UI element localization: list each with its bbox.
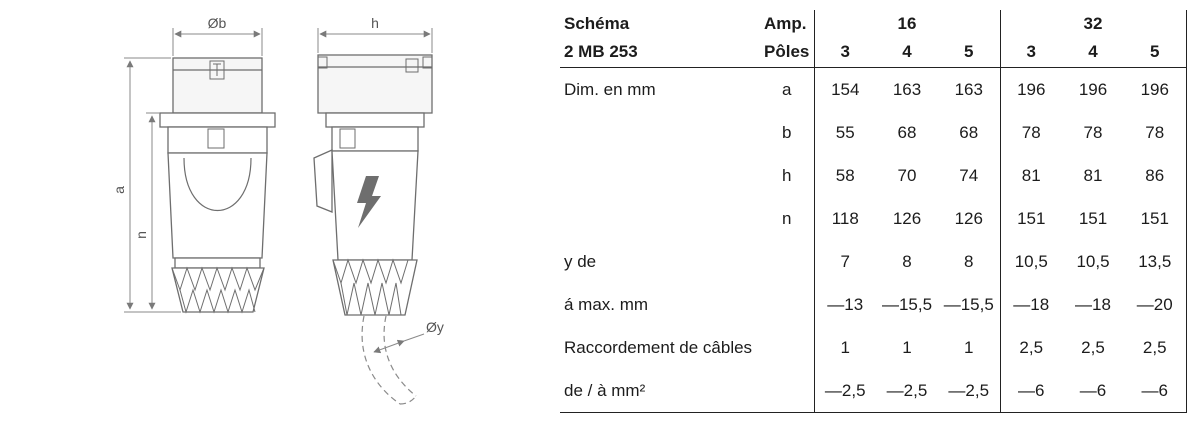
poles-16-3: 3 bbox=[813, 37, 876, 68]
table-row: Raccordement de câbles 1 1 1 2,5 2,5 2,5 bbox=[560, 326, 1187, 369]
table-cell: 163 bbox=[954, 79, 983, 99]
table-cell: —2,5 bbox=[938, 369, 1000, 413]
poles-32-5: 5 bbox=[1124, 37, 1187, 68]
table-cell: 81 bbox=[999, 154, 1062, 197]
dim-label-diameter-b: Øb bbox=[208, 15, 227, 31]
table-cell: 151 bbox=[1124, 197, 1187, 240]
lightning-logo-icon bbox=[357, 176, 381, 228]
table-cell: 151 bbox=[1078, 208, 1108, 228]
amp-label: Amp. bbox=[764, 13, 807, 33]
cable-outline-dashed bbox=[361, 315, 417, 405]
table-cell: 8 bbox=[902, 251, 912, 271]
plug-front-view-drawing bbox=[159, 57, 276, 314]
poles-16-4: 4 bbox=[876, 37, 938, 68]
table-cell: —18 bbox=[1075, 294, 1111, 314]
table-cell: 1 bbox=[902, 337, 912, 357]
table-cell: 2,5 bbox=[1081, 337, 1105, 357]
table-cell: 55 bbox=[813, 111, 876, 154]
table-cell: 126 bbox=[892, 208, 922, 228]
table-cell: 1 bbox=[964, 337, 974, 357]
table-row: b 55 68 68 78 78 78 bbox=[560, 111, 1187, 154]
table-cell: 196 bbox=[1124, 67, 1187, 111]
dimension-table-wrap: Schéma Amp. 16 32 2 MB 253 Pôles 3 4 5 3… bbox=[560, 10, 1187, 413]
schema-label: Schéma bbox=[564, 13, 630, 33]
table-cell: —15,5 bbox=[881, 294, 933, 314]
table-cell: —6 bbox=[1062, 369, 1124, 413]
table-cell: 196 bbox=[999, 67, 1062, 111]
table-cell: 154 bbox=[813, 67, 876, 111]
table-cell: —2,5 bbox=[876, 369, 938, 413]
table-row: h 58 70 74 81 81 86 bbox=[560, 154, 1187, 197]
poles-16-5: 5 bbox=[938, 37, 1000, 68]
plug-side-view-drawing bbox=[313, 54, 433, 316]
table-cell: —2,5 bbox=[813, 369, 876, 413]
table-cell: 68 bbox=[897, 122, 917, 142]
table-cell: 68 bbox=[959, 122, 979, 142]
table-cell: 196 bbox=[1078, 79, 1108, 99]
row-sub-label: h bbox=[782, 165, 792, 185]
table-cell: 74 bbox=[959, 165, 979, 185]
side-view-dimensions bbox=[317, 28, 433, 354]
front-view-dimensions bbox=[124, 28, 263, 313]
table-cell: 1 bbox=[813, 326, 876, 369]
table-cell: 126 bbox=[954, 208, 983, 228]
dim-label-a: a bbox=[111, 186, 127, 194]
table-cell: 8 bbox=[964, 251, 974, 271]
row-label bbox=[560, 197, 760, 240]
poles-label: Pôles bbox=[760, 37, 814, 68]
table-cell: 2,5 bbox=[1124, 326, 1187, 369]
table-cell: 70 bbox=[897, 165, 917, 185]
row-label bbox=[560, 111, 760, 154]
table-cell: 151 bbox=[999, 197, 1062, 240]
plug-drawing-svg: Øb a n bbox=[111, 15, 444, 405]
schema-value: 2 MB 253 bbox=[560, 37, 760, 68]
poles-32-3: 3 bbox=[999, 37, 1062, 68]
row-sub-label: b bbox=[782, 122, 792, 142]
table-cell: 13,5 bbox=[1124, 240, 1187, 283]
table-cell: 81 bbox=[1083, 165, 1103, 185]
dim-label-n: n bbox=[133, 231, 149, 239]
row-sub-label bbox=[760, 326, 814, 369]
table-row: Dim. en mm a 154 163 163 196 196 196 bbox=[560, 67, 1187, 111]
plug-technical-drawing: Øb a n bbox=[0, 0, 540, 427]
row-label: Dim. en mm bbox=[564, 79, 656, 99]
table-row: y de 7 8 8 10,5 10,5 13,5 bbox=[560, 240, 1187, 283]
table-cell: 10,5 bbox=[1076, 251, 1110, 271]
table-row: de / à mm² —2,5 —2,5 —2,5 —6 —6 —6 bbox=[560, 369, 1187, 413]
table-cell: 78 bbox=[1083, 122, 1103, 142]
dim-label-diameter-y: Øy bbox=[426, 319, 444, 335]
row-sub-label bbox=[760, 240, 814, 283]
row-sub-label bbox=[760, 369, 814, 413]
table-cell: —18 bbox=[999, 283, 1062, 326]
table-cell: 58 bbox=[813, 154, 876, 197]
row-sub-label: n bbox=[782, 208, 792, 228]
row-label bbox=[560, 154, 760, 197]
dimension-table: Schéma Amp. 16 32 2 MB 253 Pôles 3 4 5 3… bbox=[560, 10, 1187, 413]
amp-group-32: 32 bbox=[999, 10, 1187, 37]
table-cell: 163 bbox=[892, 79, 922, 99]
table-cell: 2,5 bbox=[999, 326, 1062, 369]
table-cell: —6 bbox=[1124, 369, 1187, 413]
table-row: n 118 126 126 151 151 151 bbox=[560, 197, 1187, 240]
row-label: á max. mm bbox=[564, 294, 649, 314]
table-cell: —20 bbox=[1124, 283, 1187, 326]
table-cell: 10,5 bbox=[999, 240, 1062, 283]
row-sub-label bbox=[760, 283, 814, 326]
row-sub-label: a bbox=[782, 79, 792, 99]
row-label: de / à mm² bbox=[560, 369, 760, 413]
table-cell: 7 bbox=[813, 240, 876, 283]
poles-32-4: 4 bbox=[1062, 37, 1124, 68]
row-label: y de bbox=[564, 251, 597, 271]
table-cell: 78 bbox=[999, 111, 1062, 154]
table-cell: 118 bbox=[813, 197, 876, 240]
table-cell: 86 bbox=[1124, 154, 1187, 197]
table-cell: —13 bbox=[813, 283, 876, 326]
table-cell: —6 bbox=[999, 369, 1062, 413]
table-cell: —15,5 bbox=[943, 294, 994, 314]
row-label: Raccordement de câbles bbox=[564, 337, 753, 357]
dim-label-h: h bbox=[371, 15, 379, 31]
amp-group-16: 16 bbox=[813, 10, 1000, 37]
table-row: á max. mm —13 —15,5 —15,5 —18 —18 —20 bbox=[560, 283, 1187, 326]
table-cell: 78 bbox=[1124, 111, 1187, 154]
